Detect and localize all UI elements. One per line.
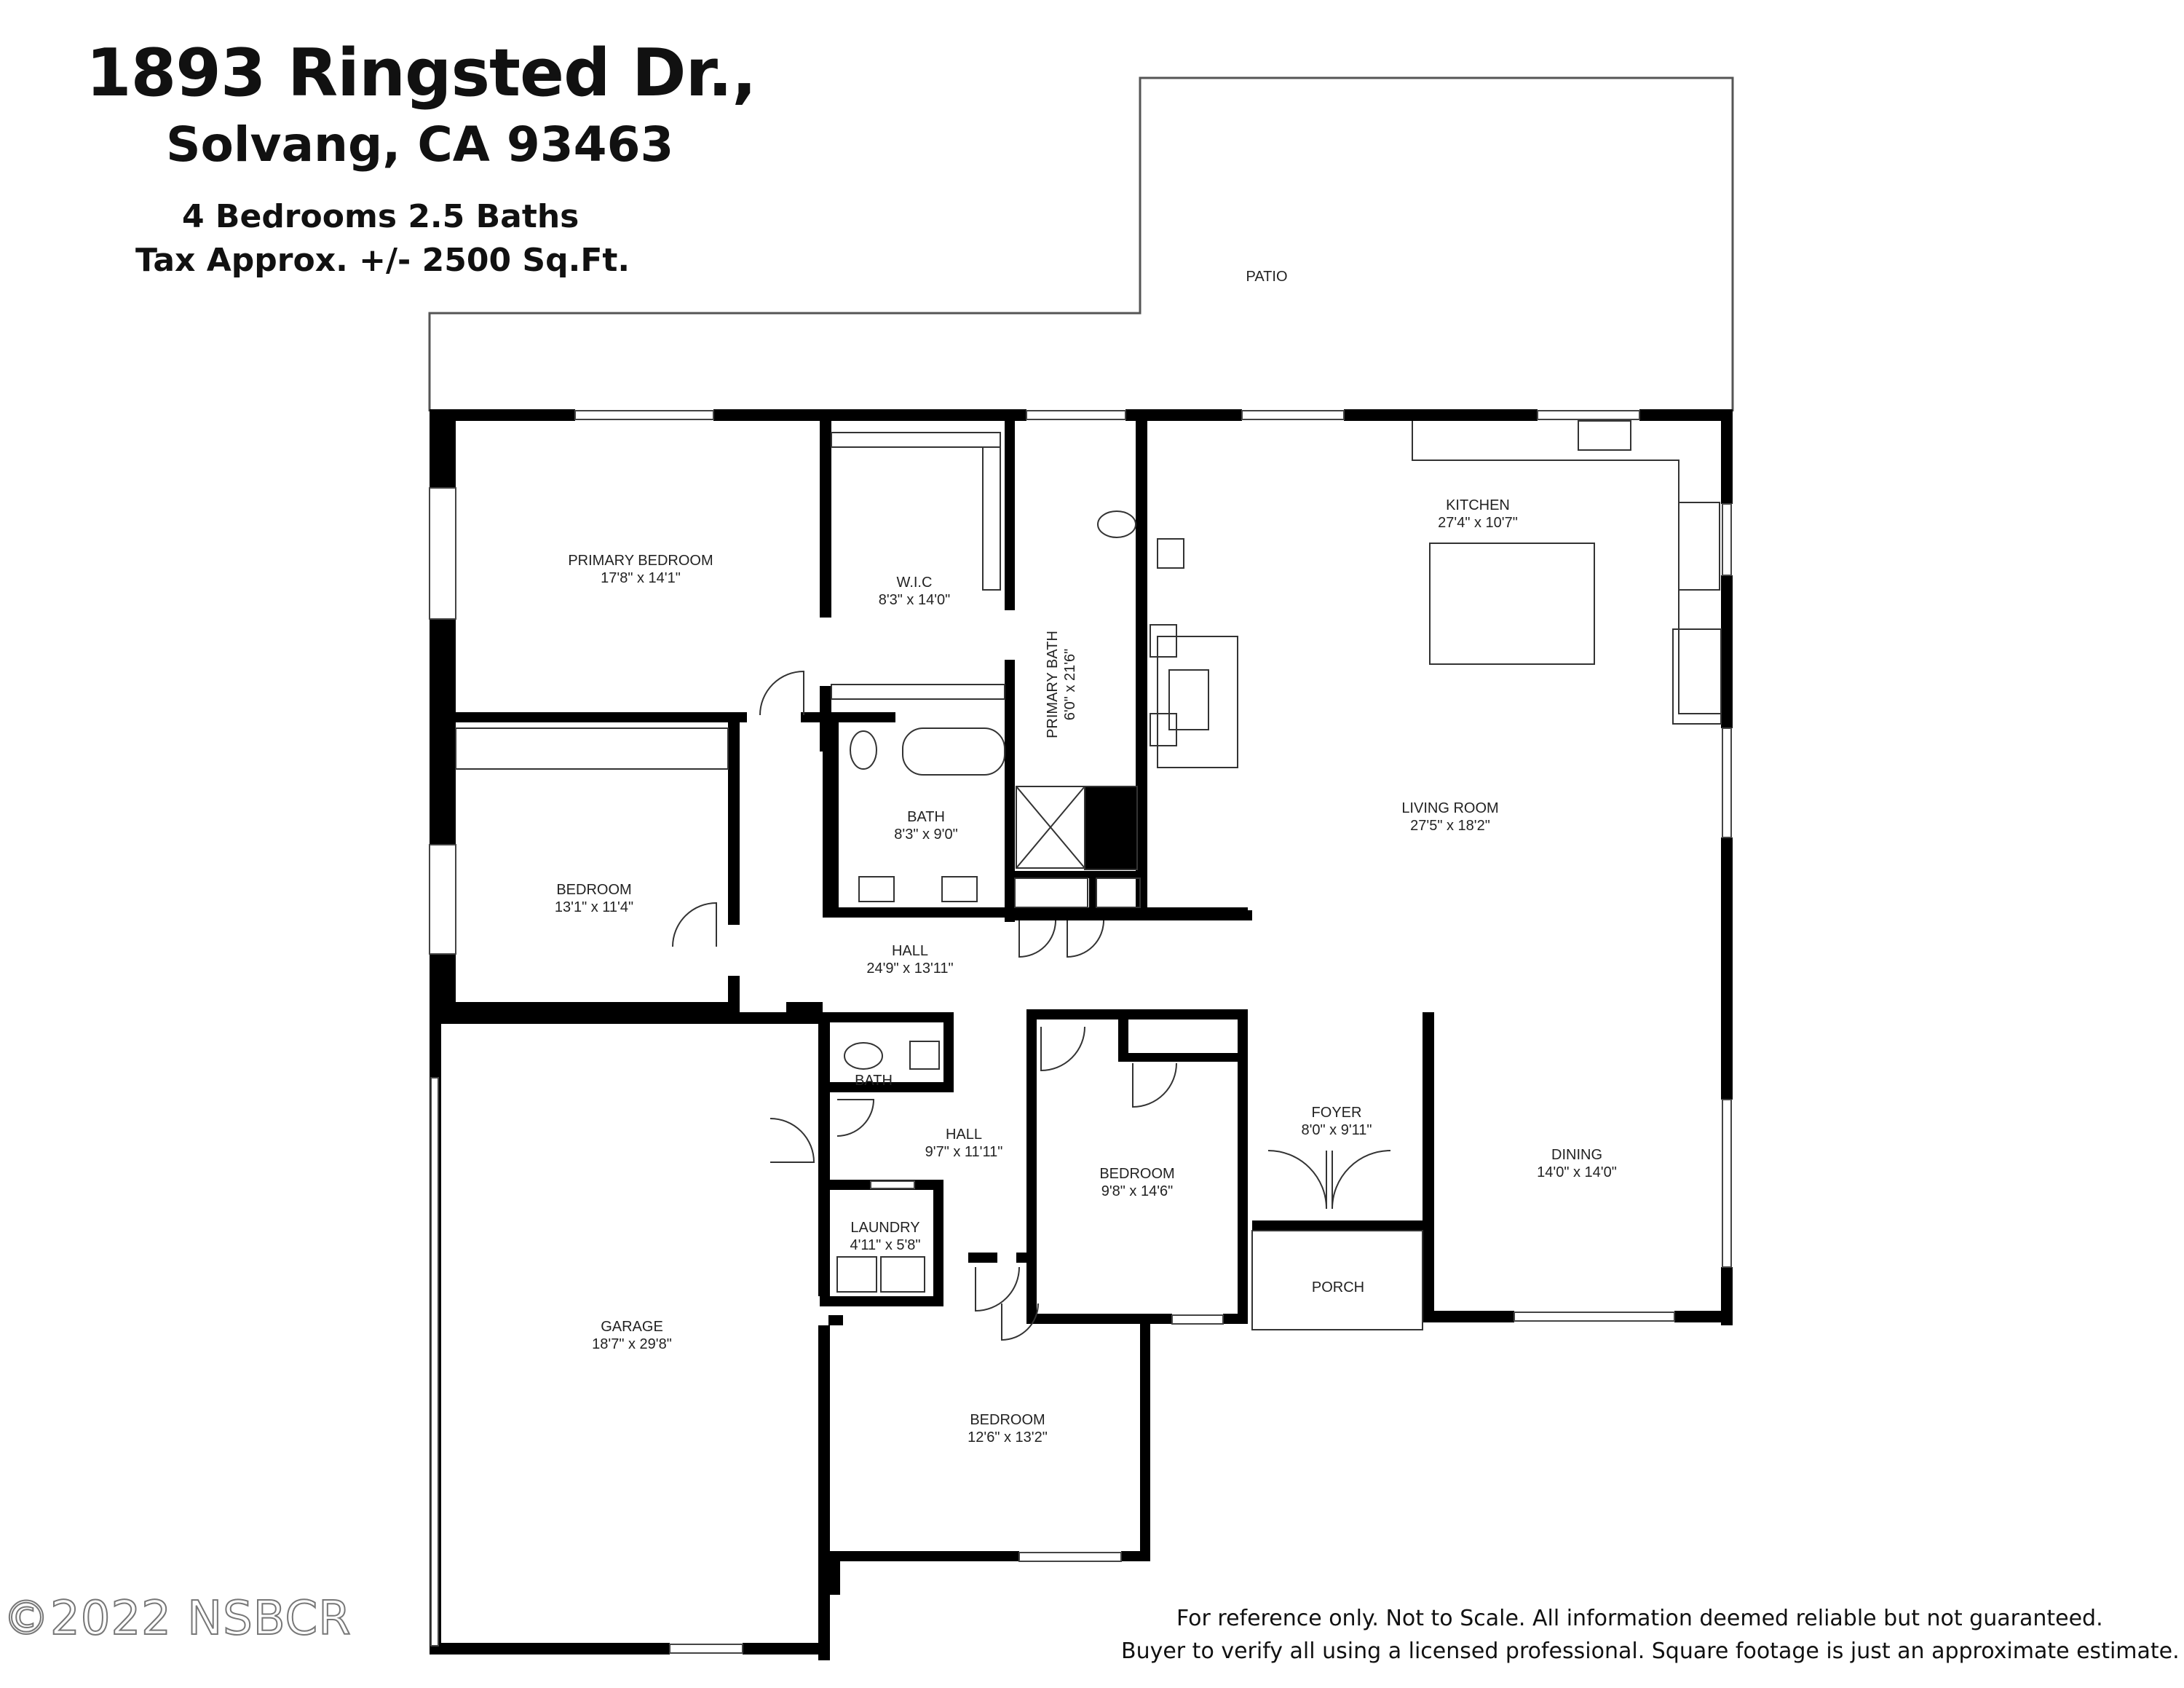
room-label-bedroom-2: BEDROOM [556,882,631,898]
room-label-foyer: FOYER [1312,1105,1362,1121]
room-dim-primary-bath: 6'0" x 21'6" [1062,649,1078,721]
room-dim-bath: 8'3" x 9'0" [894,827,957,843]
room-label-primary-bath: PRIMARY BATH [1045,631,1061,738]
room-label-dining: DINING [1551,1147,1602,1163]
room-label-wic: W.I.C [897,575,933,591]
beds-baths-summary: 4 Bedrooms 2.5 Baths [182,198,579,235]
room-label-half-bath: BATH [855,1073,893,1089]
room-label-bath: BATH [907,809,945,825]
room-dim-bedroom-3: 9'8" x 14'6" [1101,1183,1174,1199]
room-dim-bedroom-2: 13'1" x 11'4" [555,899,633,915]
room-dim-living-room: 27'5" x 18'2" [1410,818,1490,834]
room-label-laundry: LAUNDRY [850,1220,919,1236]
room-dim-wic: 8'3" x 14'0" [879,592,951,608]
address-line-2: Solvang, CA 93463 [166,117,674,173]
tax-sqft-summary: Tax Approx. +/- 2500 Sq.Ft. [135,242,630,279]
room-label-bedroom-3: BEDROOM [1099,1166,1174,1182]
room-dim-bedroom-4: 12'6" x 13'2" [968,1429,1048,1446]
disclaimer-line-1: For reference only. Not to Scale. All in… [1176,1606,2103,1631]
patio-outline [428,76,1734,411]
room-dim-foyer: 8'0" x 9'11" [1301,1122,1372,1138]
room-labels: PATIO PRIMARY BEDROOM 17'8" x 14'1" W.I.… [555,269,1617,1446]
room-label-bedroom-4: BEDROOM [970,1412,1045,1428]
room-dim-primary-bedroom: 17'8" x 14'1" [601,570,681,586]
windows [429,410,1732,1654]
address-line-1: 1893 Ringsted Dr., [86,35,756,111]
room-label-hall-main: HALL [892,943,928,959]
disclaimer-line-2: Buyer to verify all using a licensed pro… [1121,1638,2180,1664]
room-label-hall-small: HALL [946,1127,982,1143]
room-dim-hall-main: 24'9" x 13'11" [866,961,953,977]
room-dim-laundry: 4'11" x 5'8" [850,1237,920,1253]
room-dim-dining: 14'0" x 14'0" [1537,1164,1617,1180]
room-label-primary-bedroom: PRIMARY BEDROOM [568,553,713,569]
fixtures [455,420,1722,1341]
room-label-living-room: LIVING ROOM [1401,800,1498,816]
room-dim-kitchen: 27'4" x 10'7" [1438,515,1518,531]
room-dim-garage: 18'7" x 29'8" [592,1336,672,1352]
room-label-porch: PORCH [1312,1279,1364,1295]
room-dim-hall-small: 9'7" x 11'11" [925,1144,1003,1160]
walls [430,409,1733,1660]
room-label-kitchen: KITCHEN [1446,497,1510,513]
room-label-patio: PATIO [1246,269,1287,285]
room-label-garage: GARAGE [601,1319,663,1335]
copyright-watermark: ©2022 NSBCR [2,1591,352,1646]
